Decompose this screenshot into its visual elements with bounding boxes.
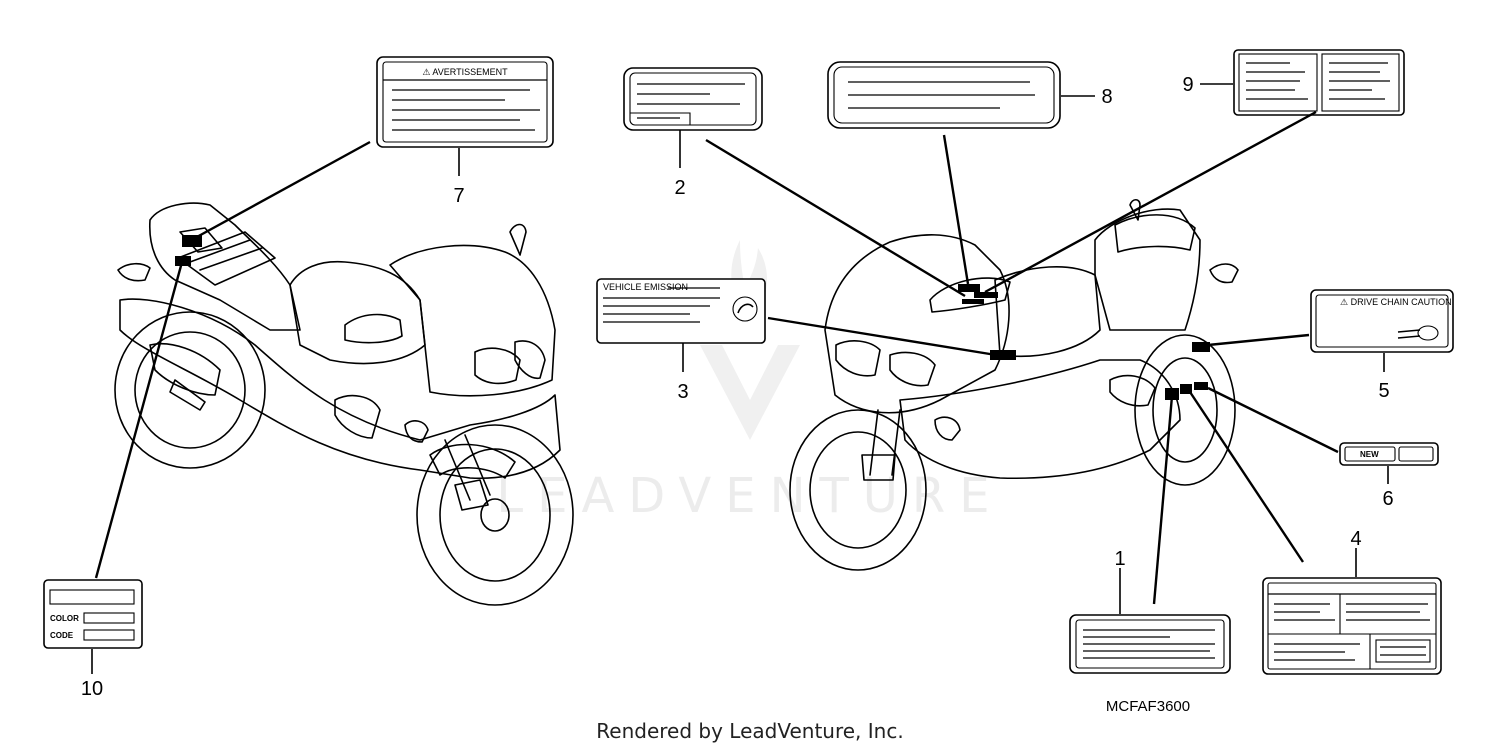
callout-7[interactable]: 7 xyxy=(453,185,464,207)
motorcycle-right-view xyxy=(789,198,1239,571)
label-8[interactable] xyxy=(827,61,1061,129)
callout-1[interactable]: 1 xyxy=(1114,548,1125,570)
code-label: CODE xyxy=(50,631,74,640)
chain-caution-title: ⚠ DRIVE CHAIN CAUTION xyxy=(1340,297,1452,307)
label-5-chain-caution[interactable]: ⚠ DRIVE CHAIN CAUTION xyxy=(1310,289,1454,353)
diagram-code: MCFAF3600 xyxy=(1106,698,1190,715)
label-9[interactable] xyxy=(1233,49,1405,116)
label-10-color-code[interactable]: COLOR CODE xyxy=(43,579,143,649)
callout-numbers: 1 2 3 4 5 6 7 8 9 10 xyxy=(81,74,1394,700)
callout-8[interactable]: 8 xyxy=(1101,86,1112,108)
label-6-new[interactable]: NEW xyxy=(1339,442,1439,466)
label-1[interactable] xyxy=(1069,614,1231,674)
callout-4[interactable]: 4 xyxy=(1350,528,1361,550)
new-tag-text: NEW xyxy=(1360,450,1379,459)
callout-10[interactable]: 10 xyxy=(81,678,103,700)
label-7-warning[interactable]: ⚠ AVERTISSEMENT xyxy=(376,56,554,148)
callout-6[interactable]: 6 xyxy=(1382,488,1393,510)
callout-9[interactable]: 9 xyxy=(1182,74,1193,96)
location-markers xyxy=(175,235,1210,400)
emission-label-title: VEHICLE EMISSION xyxy=(603,282,688,292)
callout-5[interactable]: 5 xyxy=(1378,380,1389,402)
label-2[interactable] xyxy=(623,67,763,131)
footer-credit: Rendered by LeadVenture, Inc. xyxy=(596,719,903,743)
callout-2[interactable]: 2 xyxy=(674,177,685,199)
warning-label-title: ⚠ AVERTISSEMENT xyxy=(422,67,508,77)
watermark-text: LEADVENTURE xyxy=(496,468,1003,524)
label-3-emission[interactable]: VEHICLE EMISSION xyxy=(596,278,766,344)
callout-3[interactable]: 3 xyxy=(677,381,688,403)
color-label: COLOR xyxy=(50,614,79,623)
label-4[interactable] xyxy=(1262,577,1442,675)
leader-lines xyxy=(91,83,1389,674)
